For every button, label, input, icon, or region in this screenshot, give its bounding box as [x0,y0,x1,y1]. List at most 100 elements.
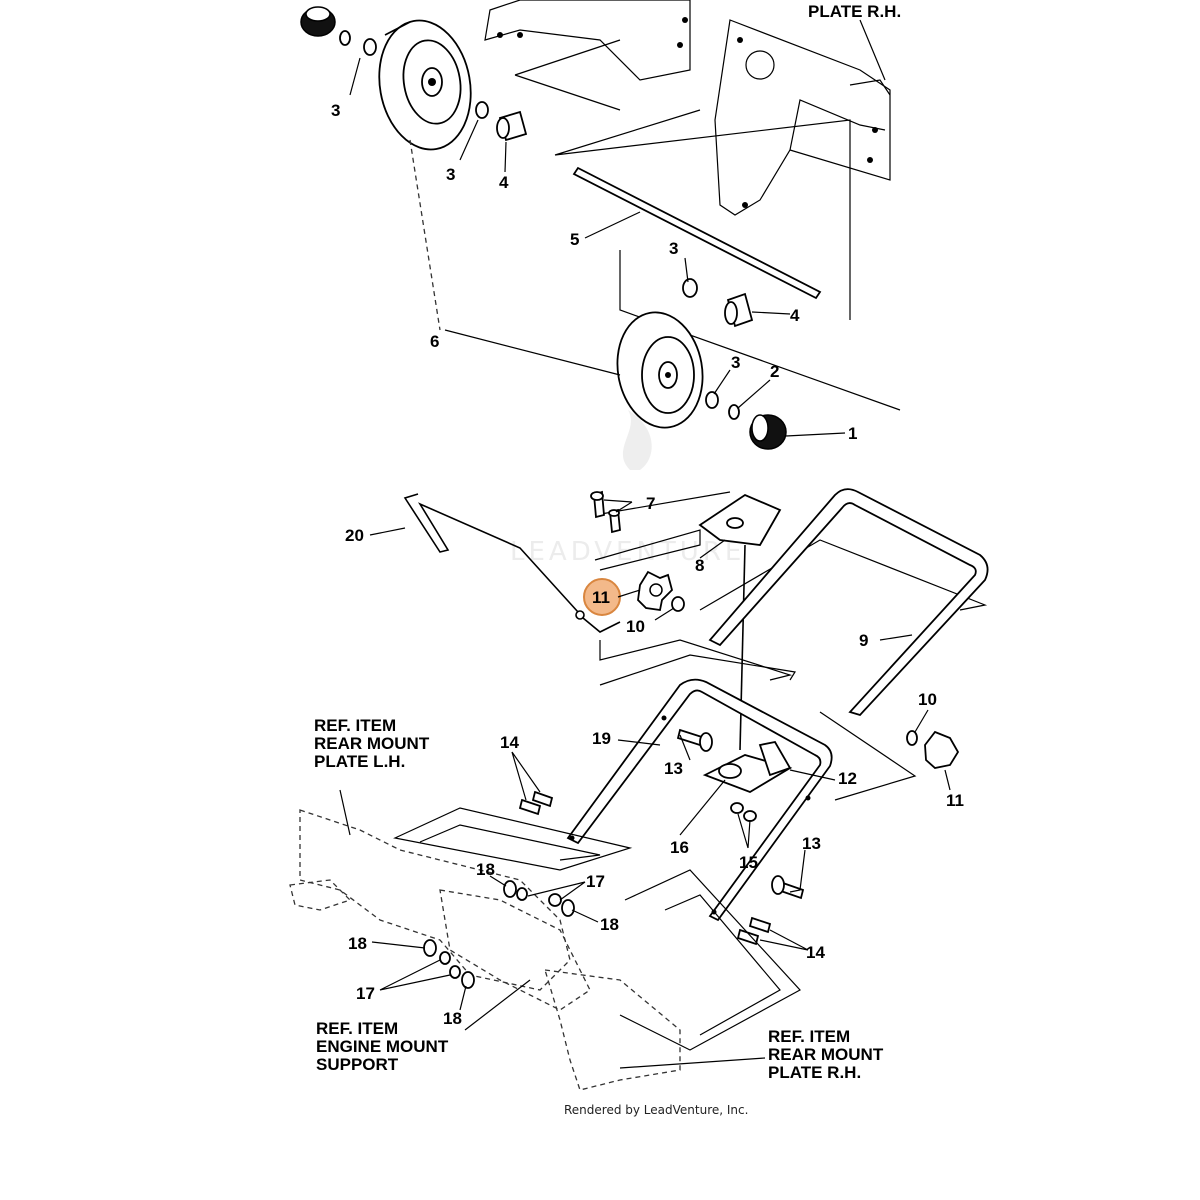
lower-frame-left [393,807,633,871]
leader-10 [654,607,675,621]
knob-part-11 [637,570,674,612]
callout-13: 13 [664,759,683,778]
callout-11-highlighted[interactable]: 11 [592,588,610,607]
callout-18: 18 [443,1009,462,1028]
callout-12: 12 [838,769,857,788]
callout-3: 3 [731,353,740,372]
callout-15: 15 [739,853,758,872]
middle-leader-frame [599,539,988,681]
callout-4: 4 [499,173,509,192]
callout-18: 18 [348,934,367,953]
leader-8 [699,539,726,559]
ref-label-rear-mount-plate-lh: REF. ITEM REAR MOUNT PLATE L.H. [314,716,430,771]
callout-6: 6 [430,332,439,351]
svg-text:REF. ITEM: REF. ITEM [768,1027,850,1046]
svg-text:SUPPORT: SUPPORT [316,1055,399,1074]
svg-text:PLATE R.H.: PLATE R.H. [768,1063,861,1082]
ref-rear-mount-plate-lh-dashed [289,809,571,991]
upper-bracket [484,0,691,81]
callout-20: 20 [345,526,364,545]
callout-14: 14 [500,733,519,752]
top-leader-frame [514,39,901,411]
knob-part-11-right [924,730,960,769]
callout-9: 9 [859,631,868,650]
callout-16: 16 [670,838,689,857]
callout-10: 10 [918,690,937,709]
lower-washer-top [682,278,698,298]
callout-11: 11 [946,791,964,810]
ref-rear-mount-plate-rh-dashed [544,969,681,1091]
callout-19: 19 [592,729,611,748]
bolt-part-13-lower [771,875,805,900]
top-leaders [349,19,886,437]
washer-part-10-right [906,730,918,746]
bolt-part-13-upper [676,728,713,752]
lower-wheel [616,311,704,429]
callout-5: 5 [570,230,579,249]
callout-3: 3 [669,239,678,258]
axle-rod [572,166,822,300]
wheel-leader-dashed [409,139,441,331]
leader-11 [617,589,641,598]
callout-18: 18 [476,860,495,879]
leader-20 [369,527,406,536]
callout-17: 17 [586,872,605,891]
render-credit: Rendered by LeadVenture, Inc. [564,1103,748,1117]
callout-3: 3 [446,165,455,184]
svg-text:REF. ITEM: REF. ITEM [316,1019,398,1038]
lower-handle-part-19 [566,678,833,922]
top-plate-rh-label: PLATE R.H. [808,2,901,21]
callout-4: 4 [790,306,800,325]
callout-18: 18 [600,915,619,934]
callout-13: 13 [802,834,821,853]
svg-text:REAR MOUNT: REAR MOUNT [768,1045,884,1064]
svg-text:REF. ITEM: REF. ITEM [314,716,396,735]
lower-hub-cap [749,414,787,450]
ref-label-engine-mount-support: REF. ITEM ENGINE MOUNT SUPPORT [316,1019,449,1074]
mount-plate-part-16 [702,740,793,793]
top-hub-cap [300,6,336,37]
callout-8: 8 [695,556,704,575]
watermark-flame-icon [622,410,652,470]
ref-label-rear-mount-plate-rh: REF. ITEM REAR MOUNT PLATE R.H. [768,1027,884,1082]
bolts-part-14-left [518,790,554,816]
bolts-part-14-right [736,916,772,946]
lower-clip [728,404,740,420]
hardware-17-18 [423,880,575,989]
leader-7 [603,499,633,513]
bracket-part-8 [698,493,782,751]
washer-part-10 [671,596,685,612]
lower-spacer [724,292,754,328]
rod-part-20 [403,493,621,633]
callout-10: 10 [626,617,645,636]
svg-text:REAR MOUNT: REAR MOUNT [314,734,430,753]
upper-handle-part-9 [708,488,989,717]
top-washer-right [475,101,489,119]
callout-3: 3 [331,101,340,120]
ref-engine-mount-dashed [439,889,591,1011]
nuts-part-15 [730,802,757,822]
callout-1: 1 [848,424,857,443]
lower-washer [705,391,719,409]
top-clip-left [339,30,351,46]
highlighted-callout-marker[interactable] [583,578,621,616]
bolts-part-7 [590,490,621,534]
callout-17: 17 [356,984,375,1003]
svg-text:PLATE L.H.: PLATE L.H. [314,752,405,771]
lower-leaders [339,709,951,1069]
svg-text:ENGINE MOUNT: ENGINE MOUNT [316,1037,449,1056]
lower-frame-right [619,869,801,1051]
callout-2: 2 [770,362,779,381]
watermark-text: LEADVENTURE [510,537,745,567]
top-spacer [496,110,528,142]
rear-mount-plate-rh-top [714,19,891,216]
callout-14: 14 [806,943,825,962]
watermark: LEADVENTURE [510,410,745,567]
leader-9 [879,634,913,641]
top-washer-left [363,38,377,56]
top-wheel [378,19,472,151]
lower-leader-frame-upper [599,654,917,801]
callout-7: 7 [646,494,655,513]
